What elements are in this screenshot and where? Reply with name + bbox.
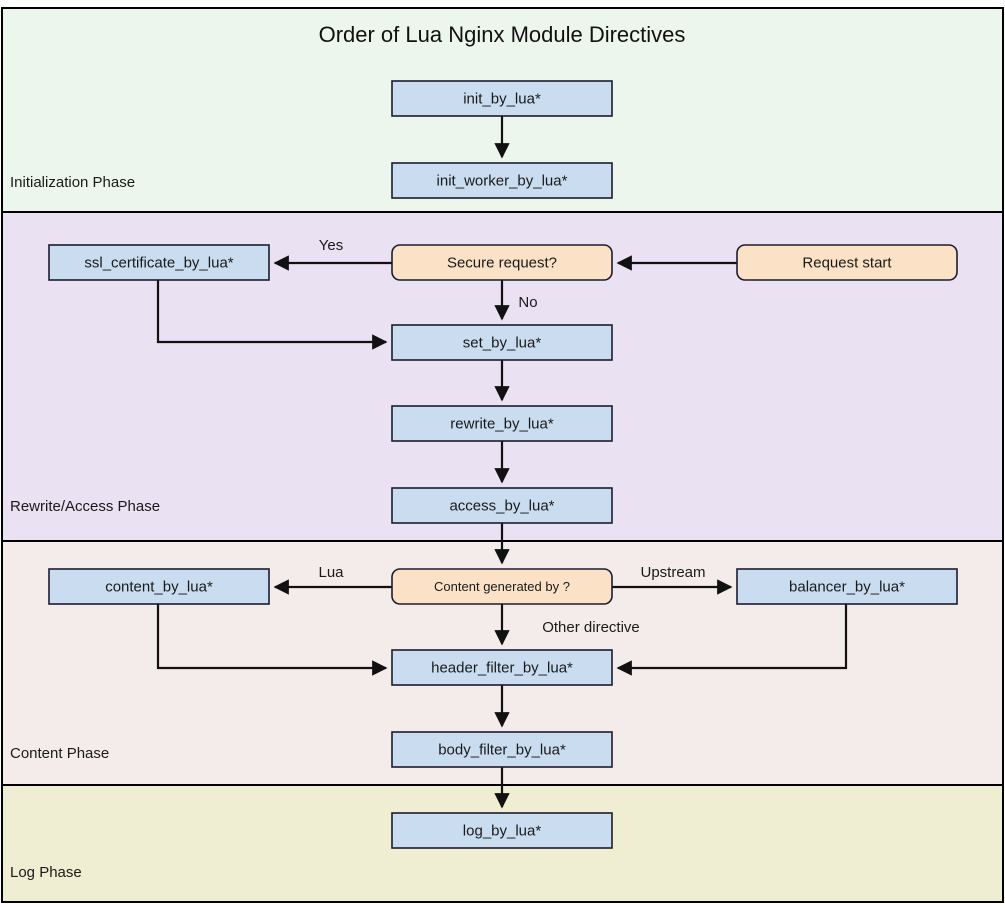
edge-balancer_by_lua-to-header_filter_by_lua bbox=[616, 604, 848, 676]
node-content_by_lua[interactable]: content_by_lua* bbox=[48, 568, 270, 605]
node-ssl_certificate_by_lua[interactable]: ssl_certificate_by_lua* bbox=[48, 244, 270, 281]
node-label-content_generated_by: Content generated by ? bbox=[434, 579, 570, 594]
node-shape-request_start[interactable] bbox=[736, 244, 958, 281]
node-init_worker_by_lua[interactable]: init_worker_by_lua* bbox=[391, 162, 613, 199]
node-secure_request[interactable]: Secure request? bbox=[391, 244, 613, 281]
edge-label-e-content-lua: Lua bbox=[318, 564, 344, 581]
node-request_start[interactable]: Request start bbox=[736, 244, 958, 281]
node-label-init_by_lua: init_by_lua* bbox=[463, 90, 541, 107]
edge-ssl_certificate_by_lua-to-set_by_lua bbox=[156, 280, 388, 350]
node-label-content_by_lua: content_by_lua* bbox=[105, 578, 213, 595]
phase-band-label-content: Content Phase bbox=[10, 745, 109, 762]
node-access_by_lua[interactable]: access_by_lua* bbox=[391, 487, 613, 524]
edge-label-e-content-upstream: Upstream bbox=[640, 564, 705, 581]
node-label-init_worker_by_lua: init_worker_by_lua* bbox=[437, 172, 568, 189]
node-label-request_start: Request start bbox=[802, 254, 892, 271]
node-shape-content_by_lua[interactable] bbox=[48, 568, 270, 605]
edge-label-e-secure-ssl: Yes bbox=[319, 237, 343, 254]
node-label-ssl_certificate_by_lua: ssl_certificate_by_lua* bbox=[84, 254, 233, 271]
page-title: Order of Lua Nginx Module Directives bbox=[319, 22, 686, 47]
node-shape-balancer_by_lua[interactable] bbox=[736, 568, 958, 605]
node-rewrite_by_lua[interactable]: rewrite_by_lua* bbox=[391, 405, 613, 442]
node-label-secure_request: Secure request? bbox=[447, 254, 557, 271]
node-body_filter_by_lua[interactable]: body_filter_by_lua* bbox=[391, 731, 613, 768]
node-shape-init_worker_by_lua[interactable] bbox=[391, 162, 613, 199]
node-label-header_filter_by_lua: header_filter_by_lua* bbox=[431, 659, 573, 676]
edge-label-e-content-header: Other directive bbox=[542, 619, 640, 636]
node-shape-init_by_lua[interactable] bbox=[391, 80, 613, 117]
edge-label-e-secure-set: No bbox=[518, 294, 537, 311]
node-shape-access_by_lua[interactable] bbox=[391, 487, 613, 524]
node-label-log_by_lua: log_by_lua* bbox=[463, 822, 542, 839]
node-label-balancer_by_lua: balancer_by_lua* bbox=[789, 578, 905, 595]
node-shape-body_filter_by_lua[interactable] bbox=[391, 731, 613, 768]
node-label-body_filter_by_lua: body_filter_by_lua* bbox=[438, 741, 566, 758]
phase-band-label-log: Log Phase bbox=[10, 864, 82, 881]
node-label-set_by_lua: set_by_lua* bbox=[463, 334, 542, 351]
connector-edges bbox=[156, 116, 848, 809]
node-label-access_by_lua: access_by_lua* bbox=[449, 497, 554, 514]
node-header_filter_by_lua[interactable]: header_filter_by_lua* bbox=[391, 649, 613, 686]
phase-band-label-init: Initialization Phase bbox=[10, 174, 135, 191]
phase-band-label-rewrite: Rewrite/Access Phase bbox=[10, 498, 160, 515]
node-shape-log_by_lua[interactable] bbox=[391, 812, 613, 849]
node-label-rewrite_by_lua: rewrite_by_lua* bbox=[450, 415, 554, 432]
edge-content_by_lua-to-header_filter_by_lua bbox=[156, 604, 388, 676]
node-set_by_lua[interactable]: set_by_lua* bbox=[391, 324, 613, 361]
node-balancer_by_lua[interactable]: balancer_by_lua* bbox=[736, 568, 958, 605]
node-content_generated_by[interactable]: Content generated by ? bbox=[391, 568, 613, 605]
flow-nodes: init_by_lua* init_worker_by_lua* ssl_certi… bbox=[48, 80, 958, 849]
node-shape-ssl_certificate_by_lua[interactable] bbox=[48, 244, 270, 281]
node-shape-secure_request[interactable] bbox=[391, 244, 613, 281]
node-shape-rewrite_by_lua[interactable] bbox=[391, 405, 613, 442]
node-shape-set_by_lua[interactable] bbox=[391, 324, 613, 361]
node-shape-content_generated_by[interactable] bbox=[391, 568, 613, 605]
node-shape-header_filter_by_lua[interactable] bbox=[391, 649, 613, 686]
node-init_by_lua[interactable]: init_by_lua* bbox=[391, 80, 613, 117]
node-log_by_lua[interactable]: log_by_lua* bbox=[391, 812, 613, 849]
